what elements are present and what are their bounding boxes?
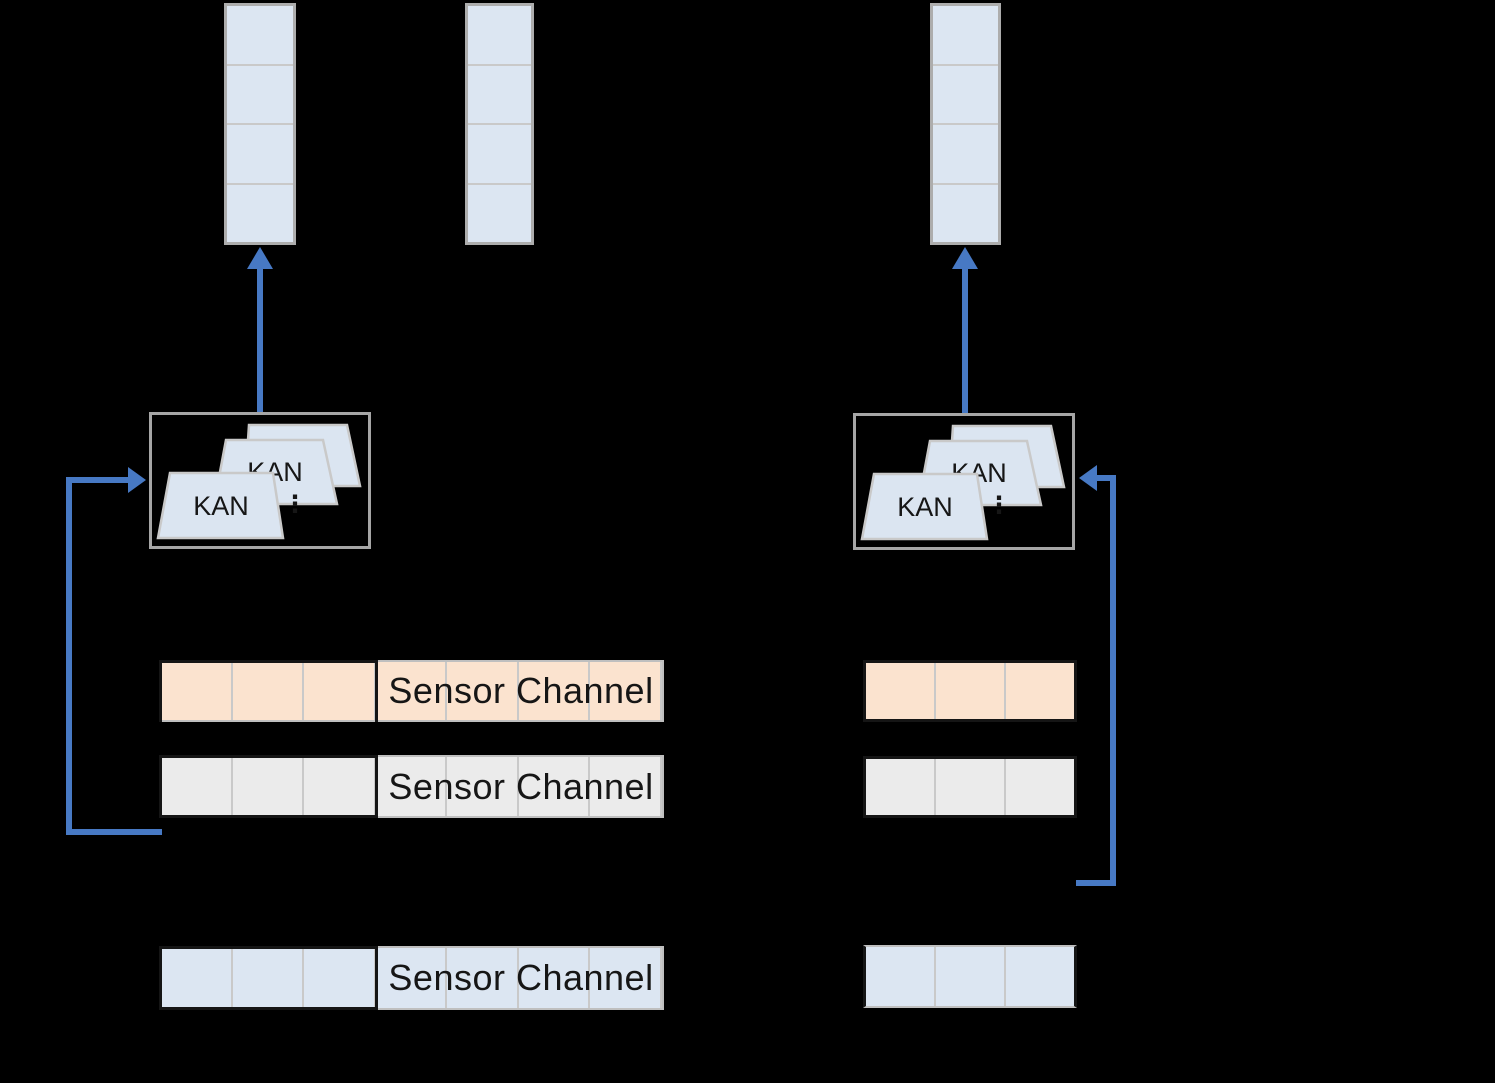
row-cell <box>590 757 663 816</box>
vector-cell <box>227 123 293 183</box>
vector-cell <box>227 63 293 124</box>
arrowhead-up-icon <box>952 247 978 269</box>
row-cell <box>304 948 376 1008</box>
feature-vector-stack-middle <box>465 3 534 245</box>
sensor-channel-label: Sensor Channel <box>388 957 654 998</box>
row-cell <box>161 757 233 816</box>
kan-trapezoid-front <box>156 471 285 540</box>
row-cell <box>376 662 448 720</box>
vector-cell <box>227 6 293 64</box>
vertical-ellipsis-icon: ⋮ <box>987 491 1011 519</box>
row-cell <box>447 757 519 816</box>
row-cell <box>519 662 591 720</box>
sensor-row-right-2 <box>863 756 1077 818</box>
row-cell <box>866 663 936 719</box>
sensor-row-right-1 <box>863 660 1077 722</box>
row-cell <box>936 663 1006 719</box>
arrow-shaft <box>1076 880 1116 886</box>
arrow-shaft <box>66 477 72 833</box>
row-cell <box>447 662 519 720</box>
vector-cell <box>227 182 293 243</box>
row-cell <box>233 662 305 720</box>
sensor-row-right-3 <box>863 945 1077 1008</box>
kan-trapezoid-front <box>860 472 989 541</box>
arrowhead-left-icon <box>1079 465 1097 491</box>
row-cell <box>376 757 448 816</box>
row-cell <box>233 757 305 816</box>
row-cell <box>866 947 936 1006</box>
row-cell <box>161 948 233 1008</box>
sensor-channel-label: Sensor Channel <box>388 765 654 807</box>
row-cell <box>161 662 233 720</box>
kan-layers-graphic: KAN ⋮ KAN <box>156 423 362 540</box>
arrow-shaft <box>1097 475 1116 481</box>
kan-label: KAN <box>193 491 249 521</box>
vector-cell <box>933 182 998 243</box>
kan-stack-box-right: KAN ⋮ KAN <box>853 413 1075 550</box>
row-cell <box>447 948 519 1008</box>
row-cell <box>304 757 376 816</box>
vector-cell <box>933 6 998 64</box>
row-cell <box>1006 663 1074 719</box>
vector-cell <box>933 123 998 183</box>
arrow-shaft <box>66 477 128 483</box>
kan-layers-graphic: KAN ⋮ KAN <box>860 424 1066 541</box>
row-cell <box>590 662 663 720</box>
row-cell <box>519 757 591 816</box>
arrow-shaft <box>257 268 263 412</box>
sensor-row-left-1: Sensor Channel <box>159 660 664 722</box>
row-cell <box>866 759 936 815</box>
row-cell <box>233 948 305 1008</box>
arrowhead-up-icon <box>247 247 273 269</box>
row-cell <box>936 759 1006 815</box>
row-cell <box>1006 947 1074 1006</box>
arrow-shaft <box>66 829 162 835</box>
arrowhead-right-icon <box>128 467 146 493</box>
row-cell <box>590 948 663 1008</box>
row-cell <box>936 947 1006 1006</box>
vector-cell <box>468 6 531 64</box>
feature-vector-stack-left <box>224 3 296 245</box>
row-cell <box>1006 759 1074 815</box>
kan-stack-box-left: KAN ⋮ KAN <box>149 412 371 549</box>
vector-cell <box>468 63 531 124</box>
arrow-shaft <box>1110 475 1116 886</box>
sensor-channel-label: Sensor Channel <box>388 670 654 711</box>
row-cell <box>304 662 376 720</box>
sensor-row-left-3: Sensor Channel <box>159 946 664 1010</box>
row-cell <box>376 948 448 1008</box>
vector-cell <box>468 182 531 243</box>
vector-cell <box>468 123 531 183</box>
row-cell <box>519 948 591 1008</box>
kan-label: KAN <box>897 492 953 522</box>
sensor-row-left-2: Sensor Channel <box>159 755 664 818</box>
feature-vector-stack-right <box>930 3 1001 245</box>
arrow-shaft <box>962 268 968 413</box>
vector-cell <box>933 63 998 124</box>
vertical-ellipsis-icon: ⋮ <box>283 490 307 518</box>
